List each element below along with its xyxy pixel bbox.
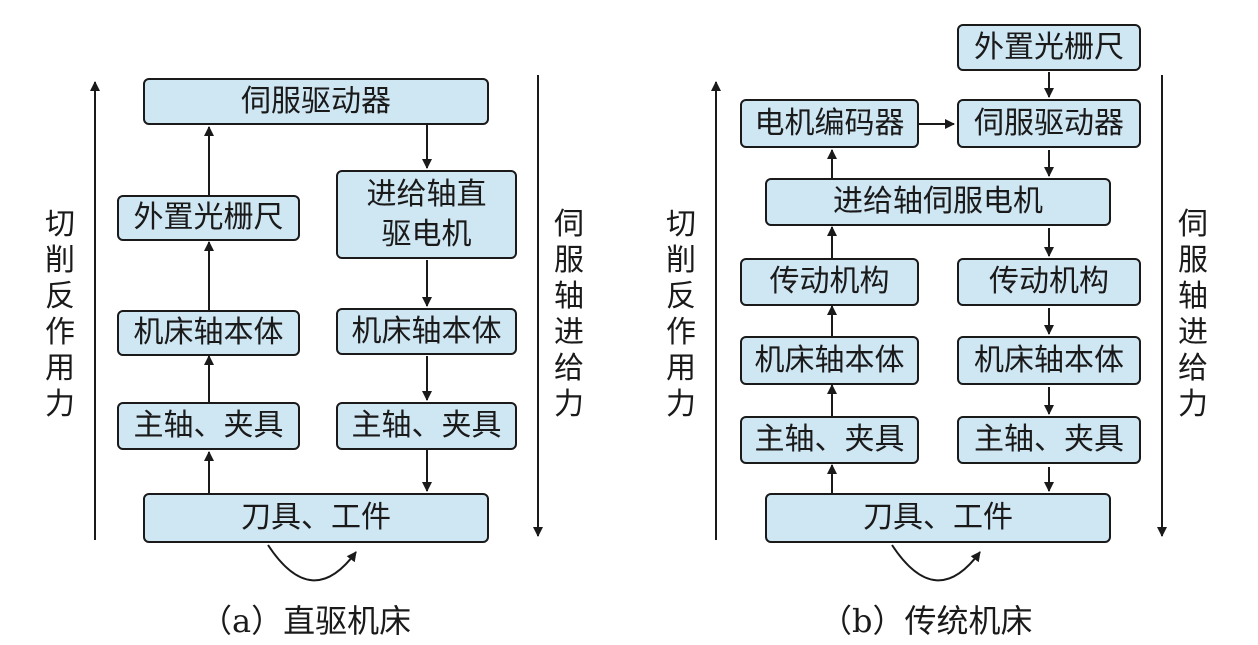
arrow-a-curved	[267, 544, 357, 582]
panel-b-transmission-left-box: 传动机构	[740, 258, 919, 306]
panel-b-machine-body-right-box: 机床轴本体	[957, 336, 1141, 385]
panel-a-reaction-label: 切削反作用力	[45, 207, 75, 422]
panel-b-transmission-right-box: 传动机构	[957, 258, 1141, 306]
panel-a-linear-motor-box: 进给轴直驱电机	[336, 170, 517, 259]
panel-b-servo-driver-box: 伺服驱动器	[957, 99, 1141, 148]
panel-b-spindle-left-box: 主轴、夹具	[740, 416, 919, 464]
panel-a-caption: （a）直驱机床	[200, 602, 412, 640]
panel-a-external-grating-box: 外置光栅尺	[117, 195, 300, 241]
panel-b-reaction-label: 切削反作用力	[666, 207, 696, 422]
panel-a-spindle-left-box: 主轴、夹具	[117, 402, 300, 450]
panel-b-feed-servo-motor-box: 进给轴伺服电机	[765, 178, 1111, 226]
panel-a-machine-body-right-box: 机床轴本体	[336, 308, 517, 355]
panel-b-motor-encoder-box: 电机编码器	[740, 99, 919, 148]
panel-b-feed-label: 伺服轴进给力	[1178, 207, 1208, 422]
panel-b-external-grating-box: 外置光栅尺	[957, 24, 1141, 71]
panel-a-spindle-right-box: 主轴、夹具	[336, 402, 517, 450]
panel-a-servo-driver-box: 伺服驱动器	[143, 78, 489, 125]
panel-a-tool-workpiece-box: 刀具、工件	[143, 493, 489, 543]
panel-b-caption: （b）传统机床	[820, 602, 1033, 640]
panel-a-machine-body-left-box: 机床轴本体	[117, 310, 300, 356]
panel-b-tool-workpiece-box: 刀具、工件	[765, 493, 1111, 543]
panel-a-feed-label: 伺服轴进给力	[554, 207, 584, 422]
panel-b-spindle-right-box: 主轴、夹具	[957, 416, 1141, 464]
panel-b-machine-body-left-box: 机床轴本体	[740, 336, 919, 385]
arrow-b-curved	[891, 544, 981, 582]
